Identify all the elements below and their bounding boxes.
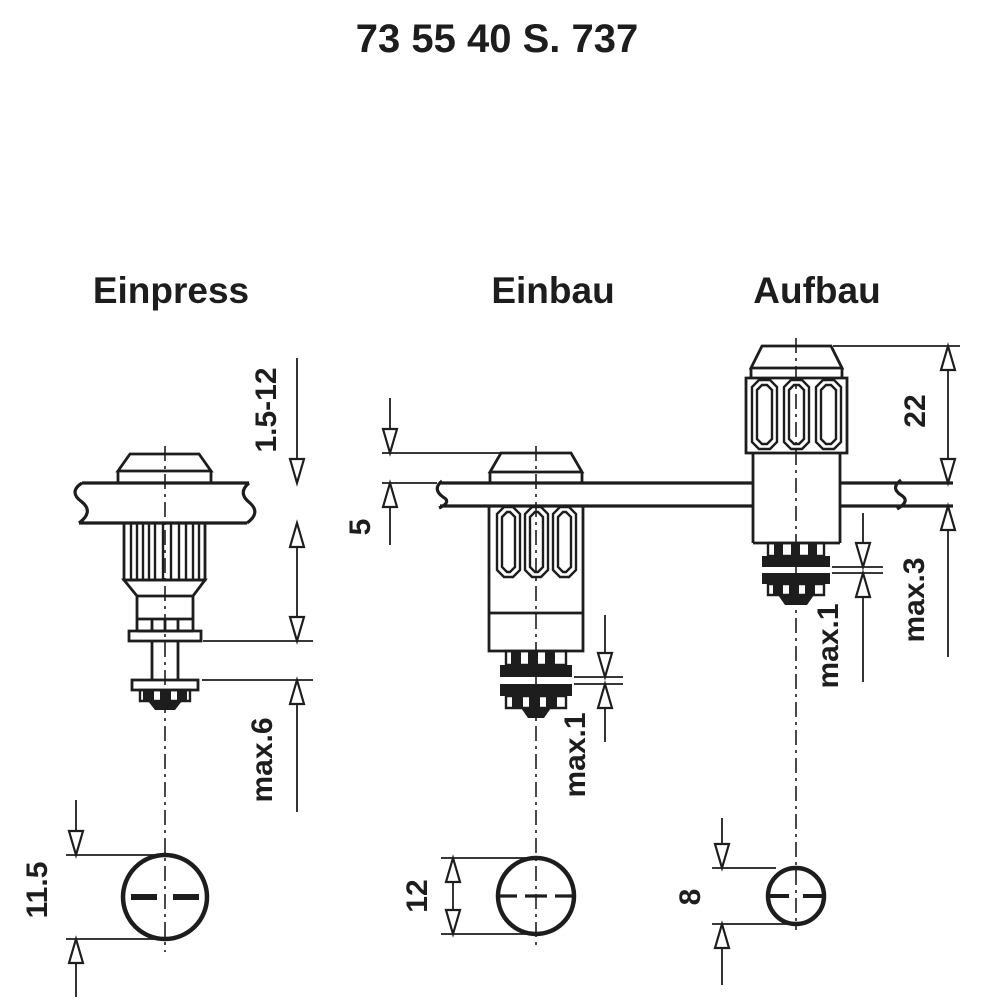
- mounting-panel-shared: [435, 478, 953, 511]
- dim-label-hole-diameter-einbau: 12: [401, 879, 434, 912]
- gap-extension-lines: [832, 566, 883, 574]
- terminal-row-outline: [138, 688, 192, 703]
- terminal-cell: [546, 696, 557, 708]
- dimension-arrow: [67, 829, 85, 857]
- terminal-bar: [762, 573, 830, 584]
- variant-label-einpress: Einpress: [93, 270, 249, 311]
- dim-label-panel-thickness-range: 1.5-12: [250, 367, 283, 452]
- dim-label-hole-diameter-aufbau: 8: [674, 889, 707, 906]
- terminal-cell: [791, 543, 800, 556]
- terminal-cell: [808, 543, 817, 556]
- einpress-figure: [73, 446, 257, 952]
- dimension-arrow: [288, 521, 306, 549]
- flange-plate-upper: [127, 629, 203, 643]
- dim-label-height-above-panel-einbau: 5: [344, 519, 377, 536]
- terminal-cell: [774, 543, 783, 556]
- dimension-arrow: [444, 908, 462, 936]
- aufbau-figure: [744, 338, 849, 930]
- terminal-cell: [160, 690, 171, 701]
- dimension-arrow: [596, 682, 614, 710]
- dimension-arrow: [854, 541, 872, 569]
- latch-body: [744, 376, 849, 455]
- dim-label-hole-diameter-einpress: 11.5: [21, 862, 54, 919]
- dimension-arrow: [381, 427, 399, 455]
- dimension-arrow: [939, 457, 957, 485]
- einpress-dimensions: 1.5-12 max.6 11.5: [21, 358, 313, 997]
- mounting-hole: [120, 852, 210, 942]
- terminal-cell: [805, 584, 815, 595]
- dim-label-max-depth-below-panel: max.6: [246, 717, 279, 802]
- dimension-arrow: [713, 922, 731, 950]
- dimension-arrow: [444, 856, 462, 884]
- snap-rib-channels: [750, 378, 843, 451]
- terminal-cell: [512, 696, 523, 708]
- dimension-arrow: [596, 651, 614, 679]
- extension-lines: [202, 640, 313, 681]
- einbau-figure: [487, 446, 585, 950]
- dimension-arrow: [713, 842, 731, 870]
- gap-extension-lines: [574, 676, 623, 685]
- dim-label-max-panel-thickness: max.3: [898, 557, 931, 642]
- variant-label-einbau: Einbau: [491, 270, 614, 311]
- dimension-arrow: [381, 481, 399, 509]
- terminal-cell: [528, 651, 538, 665]
- dimension-arrow: [67, 937, 85, 965]
- cap-head: [115, 452, 214, 483]
- cap-head: [748, 344, 845, 378]
- terminal-cell: [529, 696, 540, 708]
- page-title: 73 55 40 S. 737: [356, 17, 638, 61]
- dimension-arrow: [288, 457, 306, 485]
- dim-label-terminal-gap-einbau: max.1: [559, 712, 592, 797]
- snap-rib-channels: [495, 505, 578, 579]
- terminal-cell: [177, 690, 187, 701]
- dimension-arrow: [939, 504, 957, 532]
- dimension-arrow: [288, 615, 306, 643]
- dimension-arrow: [854, 571, 872, 599]
- hole-extension-lines: [66, 854, 163, 940]
- dim-label-terminal-gap-aufbau: max.1: [812, 603, 845, 688]
- drawing-einpress: Einpress: [21, 270, 313, 997]
- terminal-bar: [762, 556, 830, 567]
- terminal-cell: [789, 584, 799, 595]
- drawing-einbau: Einbau: [344, 270, 623, 950]
- dimension-arrow: [288, 678, 306, 706]
- cap-head: [487, 451, 585, 483]
- terminal-cell: [143, 690, 154, 701]
- dimension-arrow: [939, 344, 957, 372]
- terminal-cell: [773, 584, 783, 595]
- hole-extension-lines: [441, 857, 537, 935]
- einbau-dimensions: 5 max.1 12: [344, 398, 623, 936]
- knurl-lines: [129, 523, 201, 580]
- terminal-shaft: [150, 641, 180, 680]
- terminal-cell: [511, 651, 521, 665]
- flange-plate-lower: [130, 678, 200, 692]
- extension-lines: [382, 452, 501, 484]
- dim-label-height-above-panel-aufbau: 22: [899, 394, 932, 427]
- variant-label-aufbau: Aufbau: [753, 270, 880, 311]
- terminal-cell: [545, 651, 555, 665]
- aufbau-dimensions: 22 max.3 max.1 8: [674, 344, 960, 985]
- drawing-aufbau: Aufbau: [674, 270, 960, 985]
